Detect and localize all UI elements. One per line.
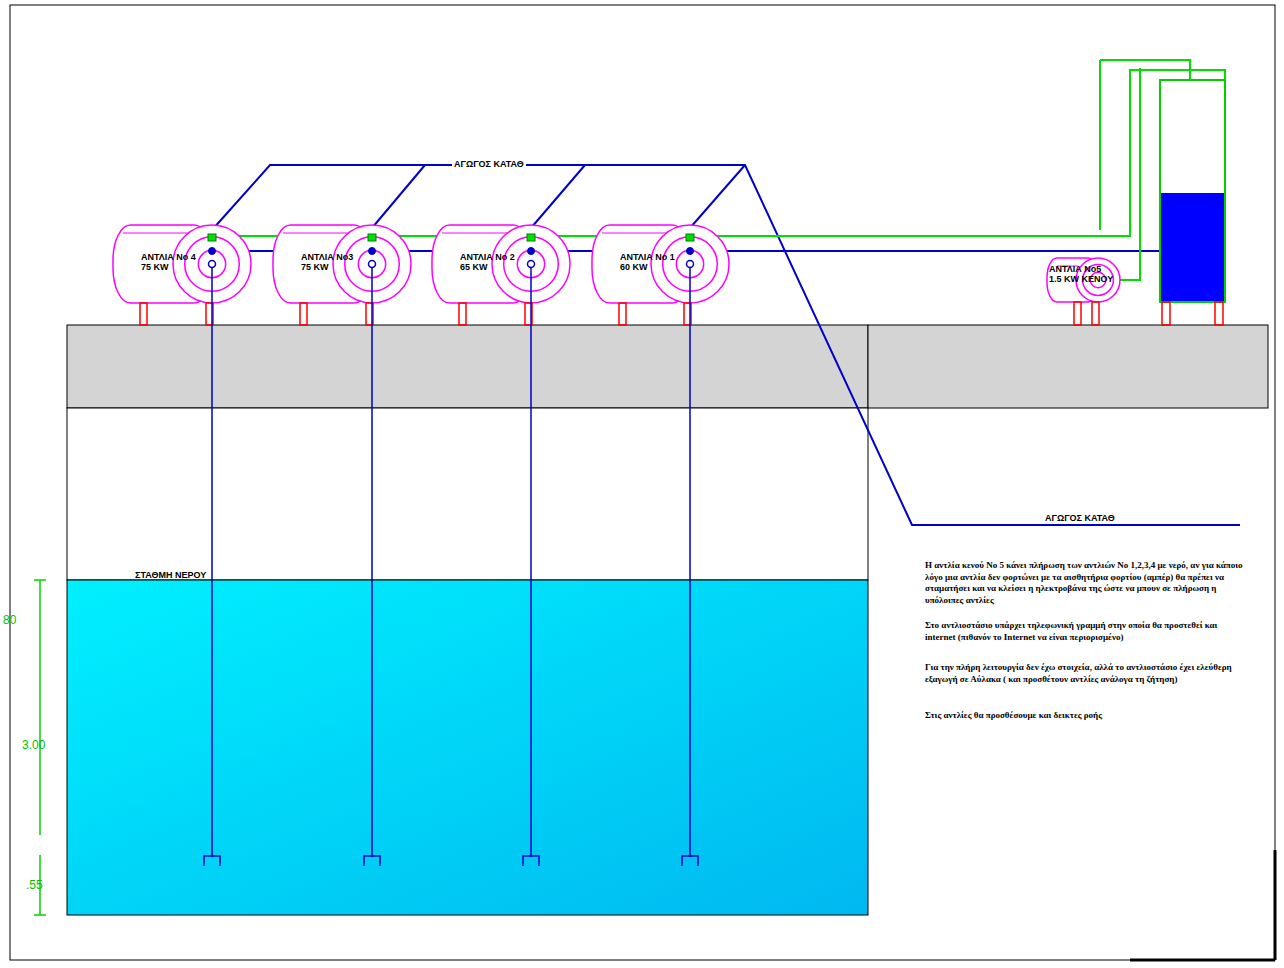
pipe-label: ΑΓΩΓΟΣ ΚΑΤΑΘ: [1043, 513, 1117, 523]
pump-label: 60 KW: [620, 262, 648, 272]
suction-port: [528, 261, 535, 268]
foot-valve: [204, 856, 220, 866]
pump-label: ΑΝΤΛΙΑ No 2: [460, 252, 515, 262]
discharge-port: [528, 248, 535, 255]
pump-leg: [619, 303, 626, 325]
pump-label: 75 KW: [301, 262, 329, 272]
level-label: ΣΤΑΘΜΗ ΝΕΡΟΥ: [135, 570, 206, 580]
foot-valve: [682, 856, 698, 866]
water-body: [67, 580, 868, 915]
pump-body-line: [602, 233, 670, 234]
vacuum-port: [208, 234, 216, 241]
frame-mark: [1274, 850, 1277, 960]
dimension-text: .55: [26, 878, 43, 892]
vacuum-port: [527, 234, 535, 241]
frame-mark: [1130, 959, 1275, 962]
note-text: Στο αντλιοστάσιο υπάρχει τηλεφωνική γραμ…: [925, 620, 1245, 643]
floor-slab: [67, 325, 868, 408]
pump-label: ΑΝΤΛΙΑ No 4: [141, 252, 196, 262]
pump-label: ΑΝΤΛΙΑ No5: [1049, 264, 1101, 274]
foot-valve: [364, 856, 380, 866]
pump-leg: [1074, 302, 1081, 325]
pump-body-line: [442, 233, 511, 234]
discharge-port: [209, 248, 216, 255]
discharge-port: [687, 248, 694, 255]
dimension-text: 80: [3, 613, 16, 627]
pump-label: ΑΝΤΛΙΑ No3: [301, 252, 353, 262]
note-text: Η αντλία κενού Νο 5 κάνει πλήρωση των αν…: [925, 560, 1245, 607]
dimension-text: 3.00: [22, 738, 45, 752]
discharge-port: [369, 248, 376, 255]
pump-box: ΑΝΤΛΙΑ No375 KW: [298, 250, 359, 275]
pump-body-line: [123, 233, 192, 234]
note-text: Στις αντλίες θα προσθέσουμε και δεικτες …: [925, 710, 1245, 722]
foot-valve: [523, 856, 539, 866]
tank-leg: [1162, 302, 1223, 325]
pump-leg: [459, 303, 466, 325]
pump-box: ΑΝΤΛΙΑ No51.5 KW ΚΕΝΟΥ: [1046, 262, 1119, 287]
pipe-label: ΑΓΩΓΟΣ ΚΑΤΑΘ: [452, 159, 526, 169]
vacuum-tank: [1160, 80, 1225, 302]
pump-leg: [140, 303, 147, 325]
discharge-pipe: [212, 165, 1240, 525]
suction-pipe: [530, 268, 532, 857]
floor-slab: [868, 325, 1268, 408]
pump-label: 75 KW: [141, 262, 169, 272]
pump-box: ΑΝΤΛΙΑ No 475 KW: [138, 250, 201, 275]
page-frame: [10, 5, 1275, 960]
pump-label: ΑΝΤΛΙΑ No 1: [620, 252, 675, 262]
wet-well: [67, 408, 868, 580]
discharge-branch: [372, 165, 745, 228]
suction-port: [209, 261, 216, 268]
vacuum-port: [368, 234, 376, 241]
pump-leg: [300, 303, 307, 325]
pump-box: ΑΝΤΛΙΑ No 160 KW: [617, 250, 680, 275]
suction-port: [369, 261, 376, 268]
note-text: Για την πλήρη λειτουργία δεν έχω στοιχεί…: [925, 662, 1245, 685]
suction-pipe: [211, 268, 213, 857]
suction-port: [687, 261, 694, 268]
pump-box: ΑΝΤΛΙΑ No 265 KW: [457, 250, 520, 275]
tank-water: [1161, 193, 1224, 301]
vacuum-port: [686, 234, 694, 241]
pump-leg: [1092, 302, 1099, 325]
suction-pipe: [689, 268, 691, 857]
pump-label: 1.5 KW ΚΕΝΟΥ: [1049, 274, 1113, 284]
pump-label: 65 KW: [460, 262, 488, 272]
pump-body-line: [283, 233, 352, 234]
suction-pipe: [371, 268, 373, 857]
